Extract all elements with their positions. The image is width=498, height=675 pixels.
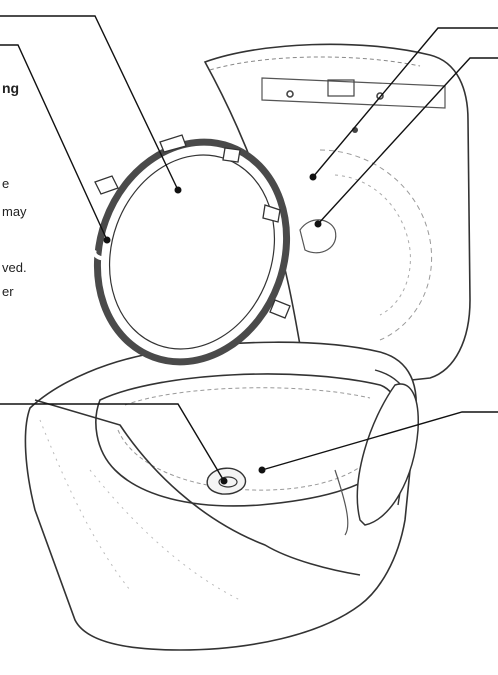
truncated-text-er: er (2, 284, 14, 300)
truncated-text-ng: ng (2, 80, 19, 96)
truncated-text-ved: ved. (2, 260, 27, 276)
cooker-body (25, 342, 418, 650)
truncated-text-e: e (2, 176, 9, 192)
truncated-text-may: may (2, 204, 27, 220)
